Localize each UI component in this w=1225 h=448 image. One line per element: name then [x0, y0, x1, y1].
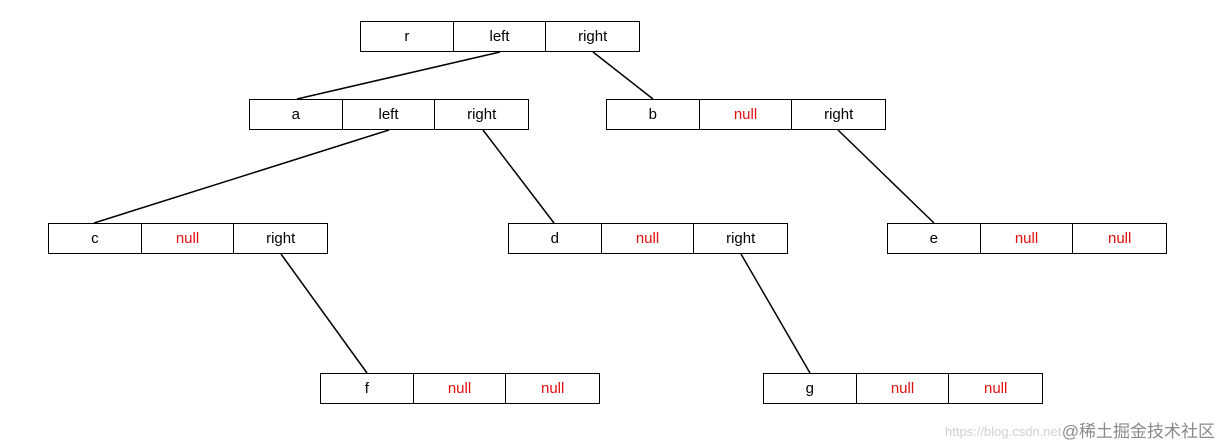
node-r-value: r [361, 22, 454, 51]
node-g: g null null [763, 373, 1043, 404]
node-c-value: c [49, 224, 142, 253]
node-c: c null right [48, 223, 328, 254]
node-e-left: null [981, 224, 1074, 253]
watermark-url: https://blog.csdn.net [945, 424, 1062, 439]
node-g-right: null [984, 380, 1008, 397]
edge-r-left-a [296, 51, 501, 100]
watermark-brand: @稀土掘金技术社区 [1061, 422, 1215, 441]
edge-r-right-b [592, 51, 654, 100]
node-d-left: null [602, 224, 695, 253]
node-b-left: null [700, 100, 793, 129]
node-a: a left right [249, 99, 529, 130]
node-c-right: right [266, 230, 296, 247]
node-r-left: left [454, 22, 547, 51]
node-g-value: g [764, 374, 857, 403]
node-r: r left right [360, 21, 640, 52]
node-f-value: f [321, 374, 414, 403]
node-g-left: null [857, 374, 950, 403]
node-a-left: left [343, 100, 436, 129]
node-r-right: right [578, 28, 608, 45]
node-a-right: right [467, 106, 497, 123]
node-b-right: right [824, 106, 854, 123]
edge-a-right-d [482, 129, 555, 224]
edge-b-right-e [837, 129, 935, 224]
node-d-value: d [509, 224, 602, 253]
node-e-right: null [1108, 230, 1132, 247]
node-f: f null null [320, 373, 600, 404]
node-d-right: right [726, 230, 756, 247]
node-d: d null right [508, 223, 788, 254]
node-c-left: null [142, 224, 235, 253]
node-b: b null right [606, 99, 886, 130]
node-b-value: b [607, 100, 700, 129]
node-f-left: null [414, 374, 507, 403]
node-e: e null null [887, 223, 1167, 254]
node-a-value: a [250, 100, 343, 129]
node-f-right: null [541, 380, 565, 397]
edge-a-left-c [93, 129, 390, 224]
node-e-value: e [888, 224, 981, 253]
edge-d-right-g [740, 253, 811, 374]
edge-c-right-f [280, 253, 368, 374]
